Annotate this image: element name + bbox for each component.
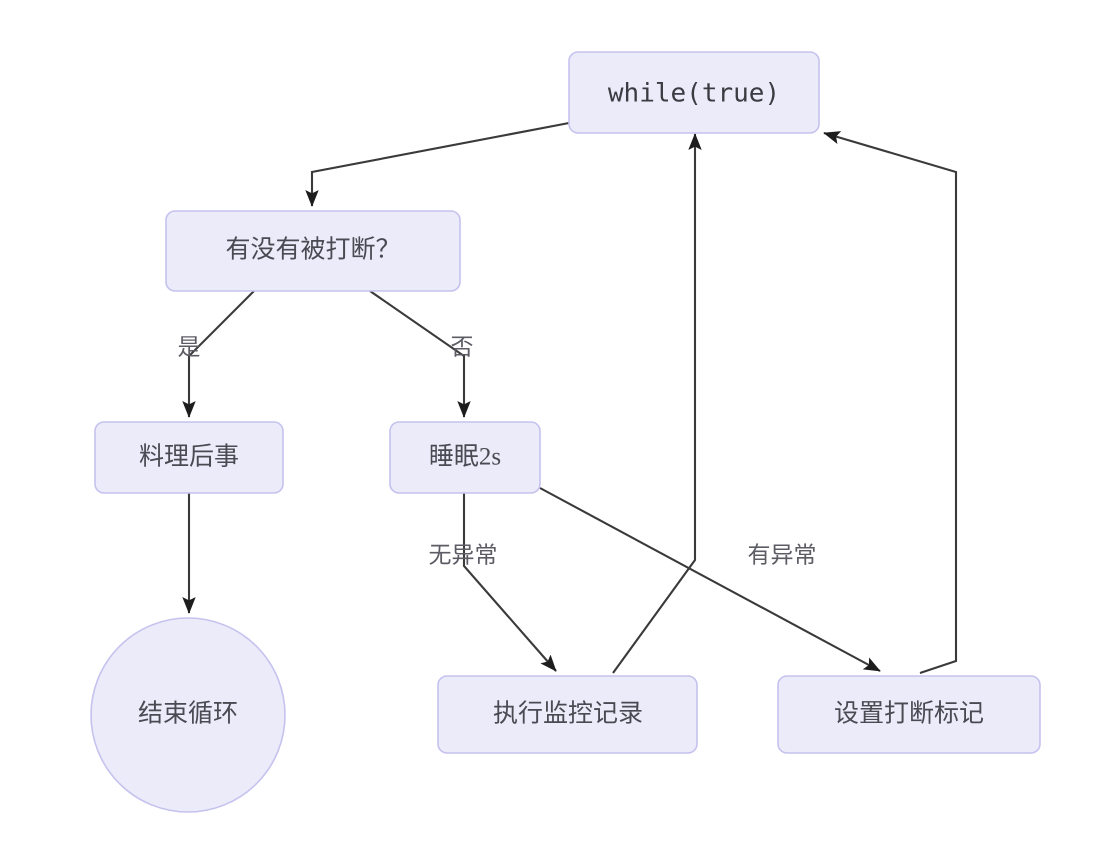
node-sleep-shape [389,421,541,494]
node-while-true-label: while(true) [608,79,780,109]
node-check-interrupted[interactable]: 有没有被打断？ [165,210,461,292]
edge-setflag-to-while [823,131,958,674]
node-end-loop-label: 结束循环 [138,700,238,728]
node-monitor-record-shape [437,675,698,754]
node-set-interrupt-flag-shape [777,675,1041,754]
edge-sleep-to-setflag [539,487,881,672]
node-sleep-label: 睡眠2s [429,444,501,471]
node-while-true-shape [568,51,820,134]
node-end-loop[interactable]: 结束循环 [90,617,286,813]
edge-while-to-check [305,121,570,207]
edge-check-to-cleanup [182,290,255,418]
node-monitor-record-label: 执行监控记录 [493,700,643,728]
node-end-loop-shape [90,617,286,813]
node-cleanup-label: 料理后事 [139,443,239,471]
node-sleep[interactable]: 睡眠2s [389,421,541,494]
node-while-true[interactable]: while(true) [568,51,820,134]
node-check-interrupted-shape [165,210,461,292]
node-set-interrupt-flag[interactable]: 设置打断标记 [777,675,1041,754]
node-cleanup-shape [94,421,284,494]
edge-label-has-exception: 有异常 [748,542,817,567]
edge-monitor-to-while [612,133,702,674]
edge-sleep-to-monitor [462,493,557,672]
edge-check-to-sleep [369,290,471,418]
edge-label-no-exception: 无异常 [429,542,498,567]
node-cleanup[interactable]: 料理后事 [94,421,284,494]
edge-label-no: 否 [451,334,474,359]
node-check-interrupted-label: 有没有被打断？ [225,236,400,264]
node-set-interrupt-flag-label: 设置打断标记 [834,700,984,728]
node-monitor-record[interactable]: 执行监控记录 [437,675,698,754]
edge-label-yes: 是 [178,334,201,359]
